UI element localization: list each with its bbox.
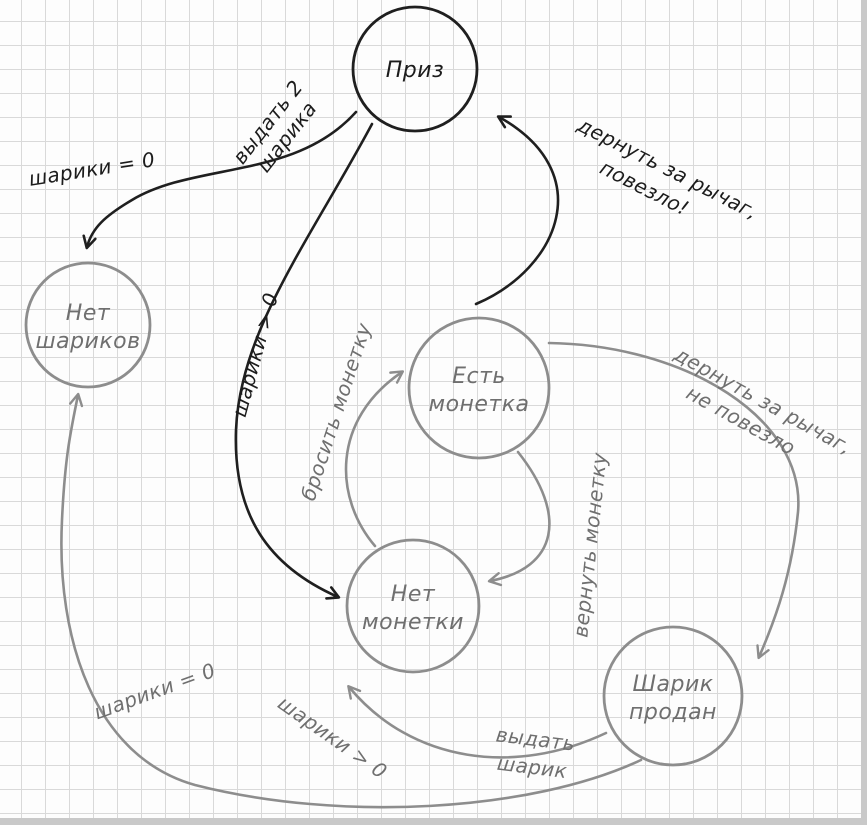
edge-label-balls-gt-zero-bottom: шарики > 0	[273, 691, 391, 784]
state-label-has-coin-line1: Есть	[452, 364, 506, 389]
paper-edge-bottom	[0, 818, 867, 825]
edge-label-pull-lever-lucky: дернуть за рычаг, повезло!	[573, 112, 762, 224]
edge-has-coin-to-prize	[474, 115, 560, 306]
state-circle-ball-sold	[602, 625, 744, 767]
edge-prize-to-no-coin	[234, 122, 374, 600]
edge-label-balls-gt-zero-mid: шарики > 0	[227, 290, 283, 419]
state-label-ball-sold-line2: продан	[629, 700, 717, 725]
edge-ball-sold-to-no-coin	[347, 685, 608, 759]
state-label-no-coin-line1: Нет	[391, 582, 436, 607]
state-label-has-coin-line2: монетка	[428, 392, 529, 417]
state-ball-sold: Шарик продан	[602, 625, 744, 767]
edge-label-dispense-ball: выдать шарик	[495, 722, 577, 783]
state-no-coin: Нет монетки	[345, 538, 481, 674]
edge-label-pull-lever-unlucky: дернуть за рычаг, не повезло	[670, 341, 857, 460]
edge-label-dispense-ball-line2: шарик	[496, 751, 569, 783]
edge-label-balls-zero-bottom: шарики = 0	[91, 658, 219, 724]
edge-has-coin-to-ball-sold	[547, 341, 800, 660]
edge-prize-to-no-balls	[82, 110, 358, 250]
state-label-no-coin-line2: монетки	[362, 610, 464, 635]
state-prize: Приз	[351, 5, 479, 133]
state-circle-has-coin	[407, 316, 551, 460]
state-circle-prize	[351, 5, 479, 133]
state-no-balls: Нет шариков	[24, 261, 152, 389]
state-label-prize: Приз	[386, 58, 445, 83]
state-has-coin: Есть монетка	[407, 316, 551, 460]
state-label-ball-sold-line1: Шарик	[632, 672, 713, 697]
state-label-no-balls-line1: Нет	[66, 301, 111, 326]
edge-label-return-coin: вернуть монетку	[568, 451, 611, 639]
state-circle-no-coin	[345, 538, 481, 674]
edge-ball-sold-to-no-balls	[60, 392, 643, 809]
state-label-no-balls-line2: шариков	[35, 329, 140, 354]
edge-no-coin-to-has-coin	[344, 370, 405, 548]
edge-has-coin-to-no-coin	[487, 450, 551, 587]
edge-label-balls-zero-top: шарики = 0	[27, 147, 157, 191]
paper-edge-right	[861, 0, 867, 825]
state-circle-no-balls	[24, 261, 152, 389]
